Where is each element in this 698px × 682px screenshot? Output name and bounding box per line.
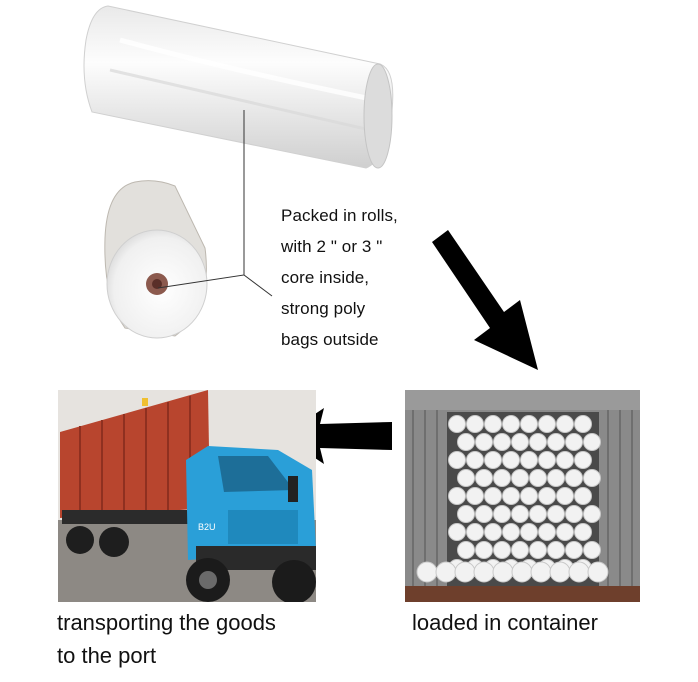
roll-end (457, 469, 475, 487)
roll-end (520, 523, 538, 541)
roll-end (473, 561, 495, 583)
roll-end (484, 451, 502, 469)
roll-end (484, 487, 502, 505)
roll-end (520, 415, 538, 433)
roll-end (549, 561, 571, 583)
roll-end (492, 561, 514, 583)
roll-end (457, 541, 475, 559)
roll-end (556, 451, 574, 469)
roll-end (547, 541, 565, 559)
roll-end (466, 487, 484, 505)
roll-end (475, 469, 493, 487)
large-roll-photo (83, 5, 394, 169)
roll-end (547, 505, 565, 523)
roll-end (484, 415, 502, 433)
roll-end (538, 523, 556, 541)
roll-end (448, 523, 466, 541)
roll-end (493, 541, 511, 559)
roll-end (475, 541, 493, 559)
packing-note-line: bags outside (281, 330, 379, 349)
roll-end (547, 433, 565, 451)
roll-end (416, 561, 438, 583)
roll-end (574, 451, 592, 469)
roll-end (538, 415, 556, 433)
roll-end (529, 505, 547, 523)
truck-caption-line1: transporting the goods (57, 610, 276, 635)
roll-end (448, 487, 466, 505)
roll-end (466, 415, 484, 433)
roll-end (511, 433, 529, 451)
roll-end (457, 505, 475, 523)
roll-end (511, 469, 529, 487)
roll-end (511, 541, 529, 559)
roll-end (583, 505, 601, 523)
roll-end (475, 433, 493, 451)
roll-end (454, 561, 476, 583)
roll-end (587, 561, 609, 583)
roll-end (529, 541, 547, 559)
roll-end (502, 415, 520, 433)
roll-end (565, 505, 583, 523)
roll-end (556, 523, 574, 541)
small-roll-photo (104, 180, 208, 339)
roll-end (574, 523, 592, 541)
down-right-arrow-icon (432, 230, 538, 370)
roll-end (565, 433, 583, 451)
truck-photo: B2U (58, 390, 316, 602)
roll-end (511, 561, 533, 583)
roll-end (457, 433, 475, 451)
packing-note-line: core inside, (281, 268, 370, 287)
roll-end (565, 469, 583, 487)
roll-end (538, 451, 556, 469)
packing-note-line: Packed in rolls, (281, 206, 398, 225)
container-caption: loaded in container (412, 610, 598, 635)
roll-end (475, 505, 493, 523)
roll-end (547, 469, 565, 487)
truck-plate: B2U (198, 522, 216, 532)
roll-end (502, 523, 520, 541)
roll-end (583, 541, 601, 559)
roll-end (448, 415, 466, 433)
roll-end (529, 433, 547, 451)
roll-end (583, 469, 601, 487)
packing-note: Packed in rolls, with 2 " or 3 " core in… (281, 200, 431, 355)
roll-end (538, 487, 556, 505)
roll-end (493, 505, 511, 523)
roll-end (574, 487, 592, 505)
container-photo (405, 390, 640, 602)
roll-end (520, 487, 538, 505)
roll-end (448, 451, 466, 469)
roll-end (568, 561, 590, 583)
roll-end (511, 505, 529, 523)
roll-end (556, 487, 574, 505)
roll-end (556, 415, 574, 433)
roll-end (484, 523, 502, 541)
roll-end (502, 451, 520, 469)
roll-end (466, 523, 484, 541)
roll-end (466, 451, 484, 469)
roll-end (520, 451, 538, 469)
roll-end (565, 541, 583, 559)
roll-end (502, 487, 520, 505)
roll-end (583, 433, 601, 451)
roll-end (493, 433, 511, 451)
roll-end (435, 561, 457, 583)
packing-note-line: with 2 " or 3 " (281, 237, 383, 256)
roll-end (574, 415, 592, 433)
roll-end (493, 469, 511, 487)
roll-end (530, 561, 552, 583)
packing-note-line: strong poly (281, 299, 366, 318)
roll-end (529, 469, 547, 487)
truck-caption-line2: to the port (57, 643, 157, 668)
